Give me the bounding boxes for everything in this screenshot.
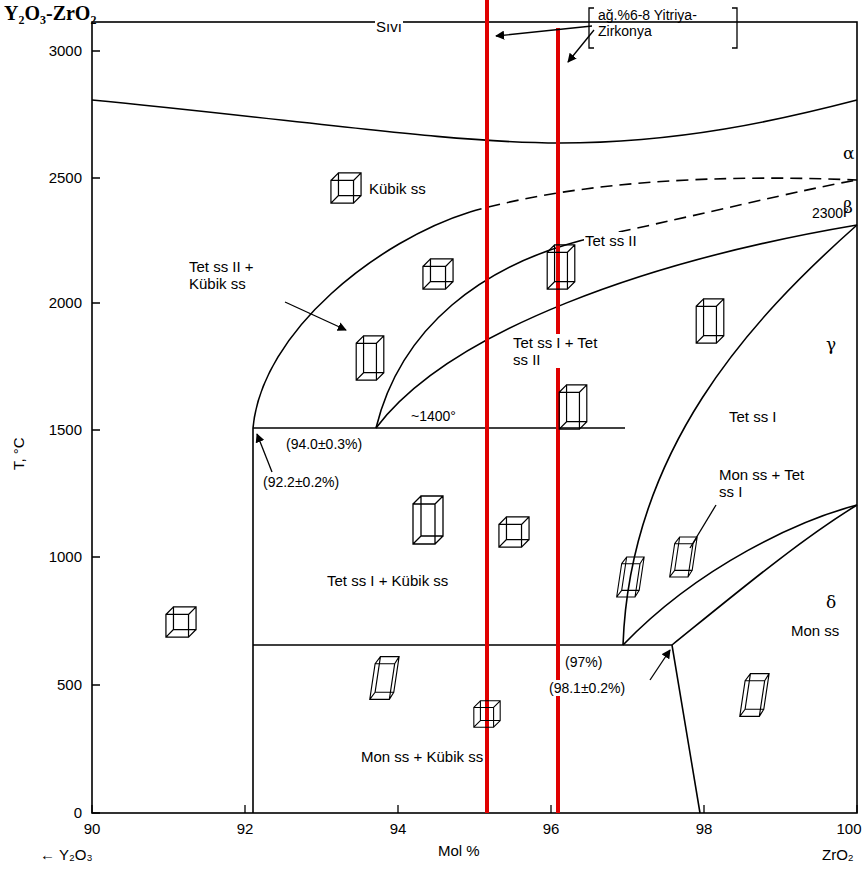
tick-label: 0 [40, 804, 82, 821]
tick-label: 96 [536, 820, 566, 837]
phase-label: Tet ss I + Kübik ss [326, 572, 449, 589]
crystal-icon [166, 173, 769, 727]
phase-label: Tet ss II + Kübik ss [188, 258, 286, 292]
composition-value: (98.1±0.2%) [548, 680, 626, 696]
axis-ticks [92, 51, 857, 813]
composition-value: (97%) [564, 654, 603, 670]
tick-label: 1500 [40, 421, 82, 438]
temperature-value: 2300° [812, 205, 849, 221]
chart-title: Y₂O₃-ZrO₂ [4, 2, 96, 25]
composition-value: (94.0±0.3%) [285, 436, 363, 452]
phase-label: Tet ss I + Tet ss II [512, 334, 608, 368]
tick-label: 92 [230, 820, 260, 837]
axis-title: T, °C [10, 437, 27, 470]
tick-label: 100 [834, 820, 864, 837]
tick-label: 94 [383, 820, 413, 837]
tick-label: 500 [40, 676, 82, 693]
phase-label: Tet ss II [584, 232, 638, 249]
tick-label: 1000 [40, 548, 82, 565]
annotation-note: ağ.%6-8 Yitriya-Zirkonya [598, 7, 730, 39]
composition-value: (92.2±0.2%) [262, 474, 340, 490]
temperature-value: ~1400° [410, 408, 457, 424]
tick-label: 2000 [40, 294, 82, 311]
axis-title: ← Y₂O₃ [40, 846, 93, 863]
phase-label: Kübik ss [368, 180, 427, 197]
tick-label: 90 [77, 820, 107, 837]
phase-label: α [843, 143, 854, 163]
axis-title: ZrO₂ [822, 846, 854, 863]
phase-label: Sıvı [375, 18, 403, 35]
phase-label: Tet ss I [728, 408, 778, 425]
phase-boundaries [92, 22, 857, 813]
phase-label: γ [826, 334, 836, 354]
phase-label: Mon ss [790, 622, 840, 639]
annotation-bracket [257, 8, 737, 680]
axis-title: Mol % [438, 842, 480, 859]
tick-label: 2500 [40, 169, 82, 186]
tick-label: 3000 [40, 42, 82, 59]
tick-label: 98 [689, 820, 719, 837]
phase-label: δ [826, 592, 836, 612]
phase-label: Mon ss + Tet ss I [718, 466, 808, 500]
phase-label: Mon ss + Kübik ss [360, 748, 484, 765]
